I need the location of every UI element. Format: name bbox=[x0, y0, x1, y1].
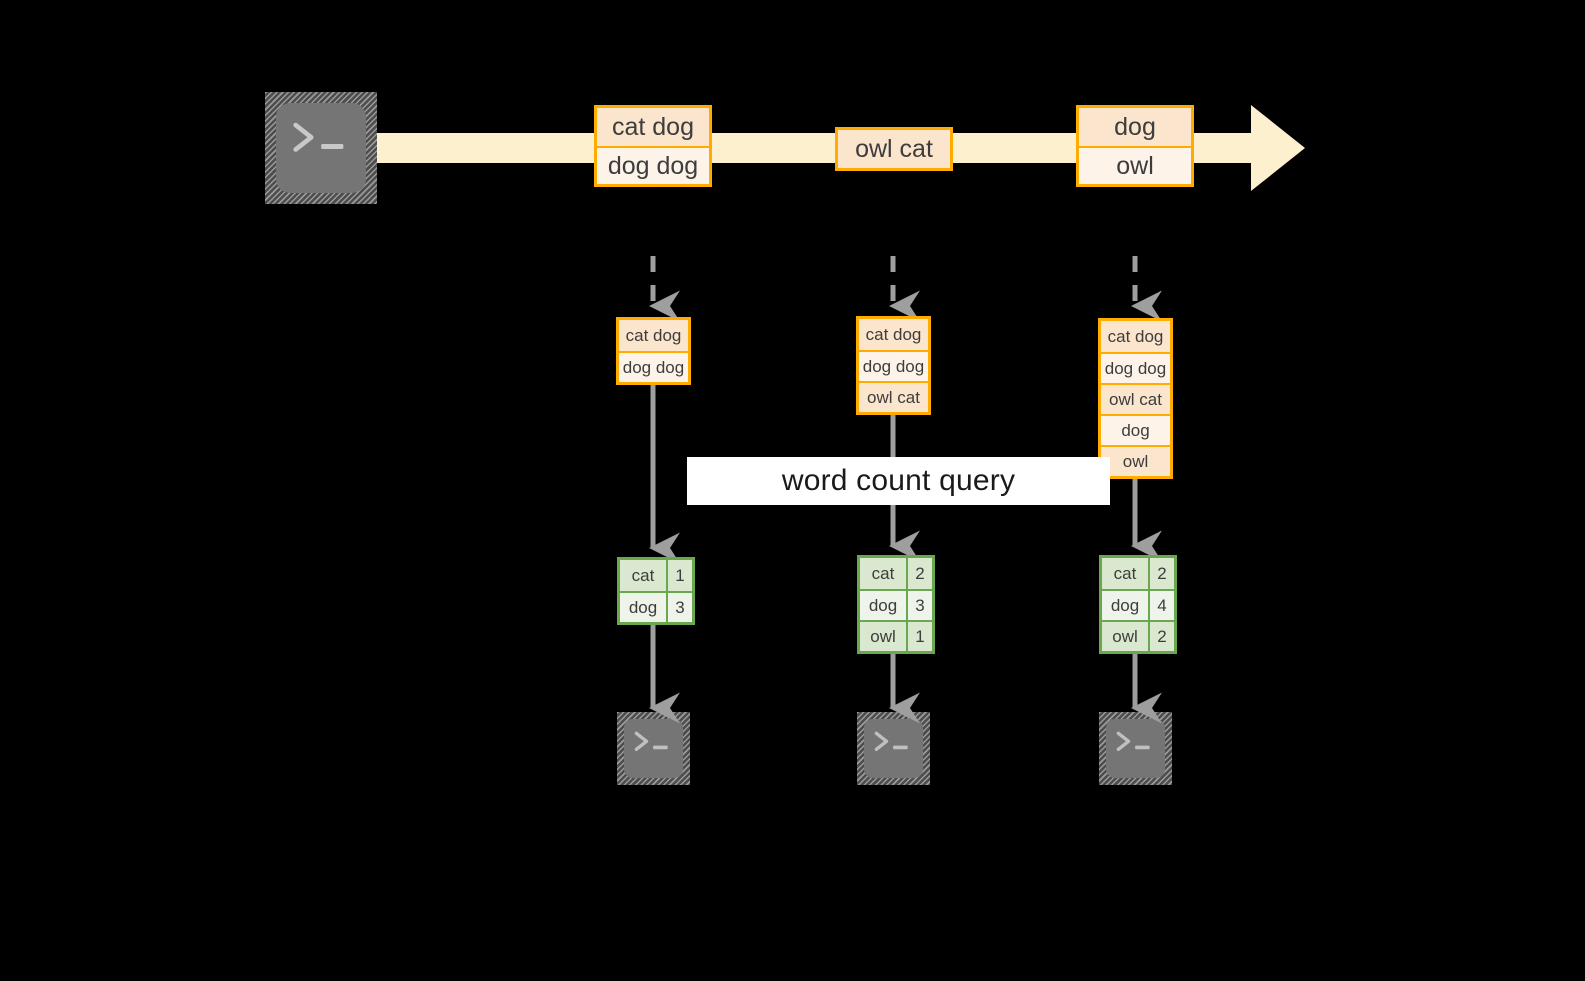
accumulated-line: cat dog bbox=[859, 319, 928, 350]
sink-terminal-icon-2[interactable] bbox=[857, 712, 930, 785]
table-row: cat 2 bbox=[860, 558, 932, 589]
terminal-prompt-glyph bbox=[634, 732, 668, 752]
accumulated-line: cat dog bbox=[619, 320, 688, 351]
accumulated-line: dog bbox=[1101, 414, 1170, 445]
terminal-screen bbox=[1106, 719, 1165, 778]
result-word: cat bbox=[860, 558, 906, 589]
table-row: dog 3 bbox=[620, 591, 692, 622]
stream-event-line: owl bbox=[1079, 146, 1191, 184]
query-banner: word count query bbox=[687, 457, 1110, 505]
accumulated-line: owl cat bbox=[1101, 383, 1170, 414]
accumulated-line: owl cat bbox=[859, 381, 928, 412]
stream-event-1[interactable]: cat dog dog dog bbox=[594, 105, 712, 187]
table-row: dog 4 bbox=[1102, 589, 1174, 620]
query-label: word count query bbox=[781, 464, 1016, 497]
terminal-prompt-glyph bbox=[874, 732, 908, 752]
result-table-3[interactable]: cat 2 dog 4 owl 2 bbox=[1099, 555, 1177, 654]
accumulated-line: dog dog bbox=[1101, 352, 1170, 383]
table-row: cat 1 bbox=[620, 560, 692, 591]
table-row: dog 3 bbox=[860, 589, 932, 620]
result-word: dog bbox=[860, 591, 906, 620]
result-count: 2 bbox=[906, 558, 932, 589]
accumulated-state-2[interactable]: cat dog dog dog owl cat bbox=[856, 316, 931, 415]
result-table-1[interactable]: cat 1 dog 3 bbox=[617, 557, 695, 625]
result-count: 1 bbox=[666, 560, 692, 591]
result-word: dog bbox=[620, 593, 666, 622]
result-count: 2 bbox=[1148, 558, 1174, 589]
table-row: owl 2 bbox=[1102, 620, 1174, 651]
accumulated-line: cat dog bbox=[1101, 321, 1170, 352]
table-row: cat 2 bbox=[1102, 558, 1174, 589]
result-count: 4 bbox=[1148, 591, 1174, 620]
accumulated-line: dog dog bbox=[859, 350, 928, 381]
stream-event-line: cat dog bbox=[597, 108, 709, 146]
terminal-screen bbox=[276, 103, 366, 193]
result-count: 3 bbox=[906, 591, 932, 620]
source-terminal-icon[interactable] bbox=[265, 92, 377, 204]
result-count: 2 bbox=[1148, 622, 1174, 651]
result-word: cat bbox=[1102, 558, 1148, 589]
sink-terminal-icon-3[interactable] bbox=[1099, 712, 1172, 785]
result-word: cat bbox=[620, 560, 666, 591]
accumulated-line: dog dog bbox=[619, 351, 688, 382]
result-word: dog bbox=[1102, 591, 1148, 620]
stream-event-line: dog dog bbox=[597, 146, 709, 184]
accumulated-state-1[interactable]: cat dog dog dog bbox=[616, 317, 691, 385]
table-row: owl 1 bbox=[860, 620, 932, 651]
stream-event-3[interactable]: dog owl bbox=[1076, 105, 1194, 187]
result-table-2[interactable]: cat 2 dog 3 owl 1 bbox=[857, 555, 935, 654]
stream-event-line: owl cat bbox=[838, 130, 950, 168]
result-word: owl bbox=[1102, 622, 1148, 651]
stream-event-line: dog bbox=[1079, 108, 1191, 146]
terminal-screen bbox=[864, 719, 923, 778]
stream-event-2[interactable]: owl cat bbox=[835, 127, 953, 171]
terminal-prompt-glyph bbox=[292, 123, 343, 153]
result-count: 3 bbox=[666, 593, 692, 622]
terminal-prompt-glyph bbox=[1116, 732, 1150, 752]
result-word: owl bbox=[860, 622, 906, 651]
accumulated-line: owl bbox=[1101, 445, 1170, 476]
accumulated-state-3[interactable]: cat dog dog dog owl cat dog owl bbox=[1098, 318, 1173, 479]
sink-terminal-icon-1[interactable] bbox=[617, 712, 690, 785]
terminal-screen bbox=[624, 719, 683, 778]
result-count: 1 bbox=[906, 622, 932, 651]
